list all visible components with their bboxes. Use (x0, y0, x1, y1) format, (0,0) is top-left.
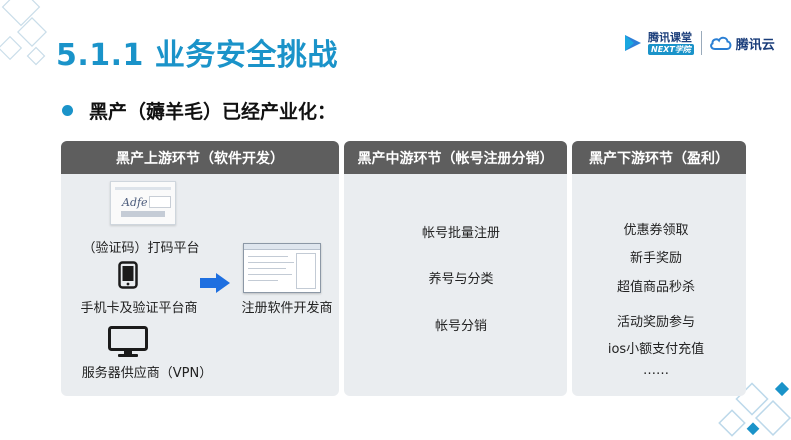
bullet-dot-icon (62, 105, 73, 116)
corner-decoration-bottom-right (718, 381, 791, 437)
tencent-ketang-logo: 腾讯课堂 NEXT学院 (622, 31, 694, 55)
list-item: 养号与分类 (428, 272, 494, 287)
list-item: ios小额支付充值 (607, 342, 705, 357)
upstream-header: 黑产上游环节（软件开发） (61, 141, 339, 174)
list-item: 帐号批量注册 (421, 226, 501, 241)
monitor-icon (108, 326, 148, 357)
ketang-tag: NEXT学院 (648, 44, 694, 55)
list-item: 超值商品秒杀 (616, 280, 696, 295)
logo-divider (700, 31, 702, 55)
tencent-cloud-logo: 腾讯云 (709, 34, 775, 53)
list-item: …… (643, 363, 669, 378)
downstream-panel: 黑产下游环节（盈利） 优惠券领取 新手奖励 超值商品秒杀 活动奖励参与 ios小… (572, 141, 746, 396)
downstream-header: 黑产下游环节（盈利） (572, 141, 746, 174)
ketang-name: 腾讯课堂 (648, 31, 692, 44)
brand-logos: 腾讯课堂 NEXT学院 腾讯云 (622, 28, 775, 58)
list-item: 新手奖励 (629, 251, 683, 266)
list-item: 帐号分销 (434, 319, 488, 334)
upstream-panel: 黑产上游环节（软件开发） Adfe （验证码）打码平台 手机卡及验证平台商 服务… (61, 141, 339, 396)
captcha-word: Adfe (122, 196, 148, 209)
slide-title: 5.1.1 业务安全挑战 (56, 38, 338, 73)
software-screenshot (243, 243, 321, 293)
yun-name: 腾讯云 (735, 37, 775, 53)
midstream-header: 黑产中游环节（帐号注册分销） (344, 141, 567, 174)
corner-decoration-top-left (0, 0, 47, 66)
vpn-provider-label: 服务器供应商（VPN） (81, 366, 213, 381)
sim-platform-label: 手机卡及验证平台商 (80, 301, 198, 316)
list-item: 活动奖励参与 (616, 315, 696, 330)
bullet-text: 黑产（薅羊毛）已经产业化： (89, 101, 337, 123)
midstream-panel: 黑产中游环节（帐号注册分销） 帐号批量注册 养号与分类 帐号分销 (344, 141, 567, 396)
arrow-right-icon (200, 273, 230, 293)
ketang-play-icon (625, 35, 641, 51)
phone-icon (118, 261, 138, 289)
captcha-platform-label: （验证码）打码平台 (82, 241, 200, 256)
software-dev-label: 注册软件开发商 (241, 301, 333, 316)
cloud-icon (709, 36, 732, 50)
captcha-screenshot: Adfe (110, 181, 176, 225)
bullet-point: 黑产（薅羊毛）已经产业化： (62, 97, 336, 124)
list-item: 优惠券领取 (623, 223, 689, 238)
